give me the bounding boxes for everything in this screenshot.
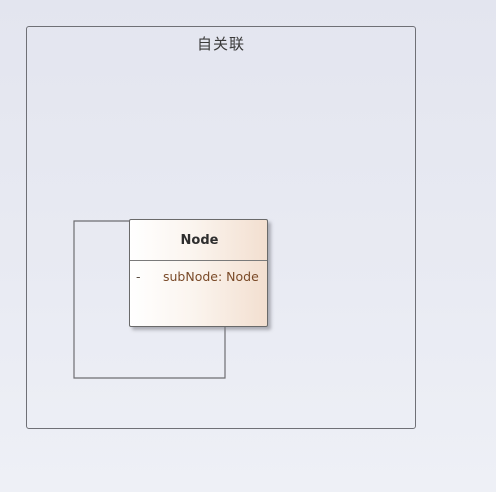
class-node[interactable]: Node - subNode: Node (129, 219, 268, 327)
class-name: Node (130, 220, 267, 261)
class-attribute[interactable]: - subNode: Node (130, 269, 267, 289)
attribute-visibility: - (136, 269, 141, 284)
diagram-frame[interactable]: 自关联 (26, 26, 416, 429)
attribute-text: subNode: Node (163, 269, 259, 284)
frame-title: 自关联 (196, 35, 245, 53)
